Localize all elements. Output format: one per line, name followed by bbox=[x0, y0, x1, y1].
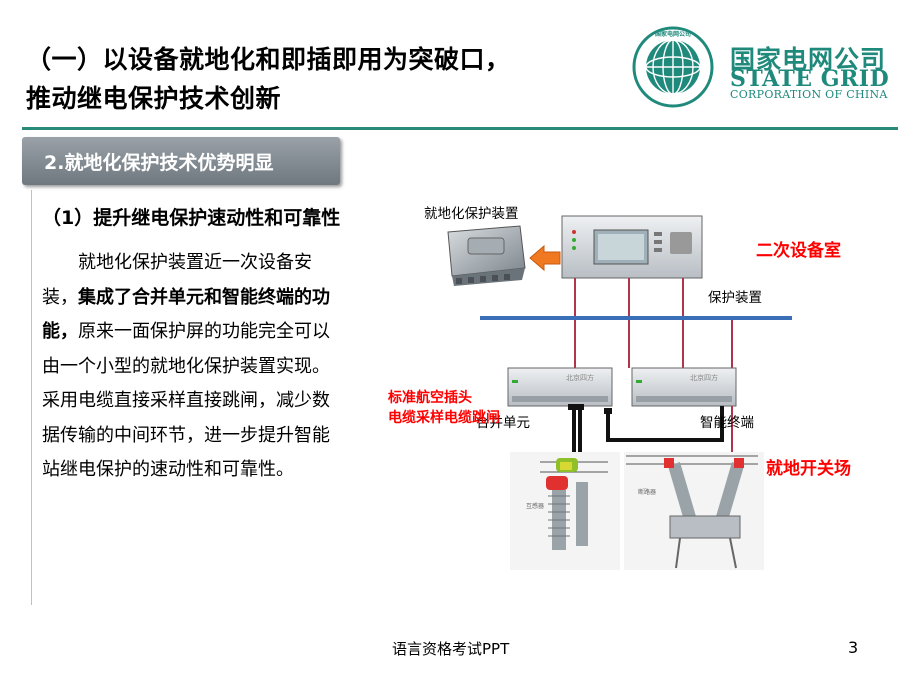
smart-terminal-label: 智能终端 bbox=[700, 415, 754, 431]
merging-unit-label: 合并单元 bbox=[476, 415, 530, 431]
footer-text: 语言资格考试PPT bbox=[392, 640, 510, 658]
local-protection-device-image bbox=[447, 225, 526, 286]
ct-text: 互感器 bbox=[526, 502, 544, 510]
local-device-label: 就地化保护装置 bbox=[424, 206, 519, 222]
body-paragraph: 就地化保护装置近一次设备安装，集成了合并单元和智能终端的功能，原来一面保护屏的功… bbox=[42, 246, 330, 488]
circuit-breaker-image: 断路器 bbox=[624, 452, 764, 570]
smart-terminal-brand: 北京四方 bbox=[690, 373, 718, 382]
secondary-room-label: 二次设备室 bbox=[756, 240, 841, 261]
protection-diagram: 北京四方 北京四方 互感器 bbox=[387, 206, 851, 570]
logo-name-en: STATE GRID bbox=[730, 66, 890, 92]
merging-unit-brand: 北京四方 bbox=[566, 373, 594, 382]
body-text-bold: 集成了合并单元和智能终端的功能， bbox=[42, 286, 330, 343]
protection-device-image bbox=[561, 215, 703, 279]
merging-unit-image: 北京四方 bbox=[507, 367, 613, 407]
logo-subtitle-en: CORPORATION OF CHINA bbox=[730, 88, 888, 101]
body-text-1: 就地化保护装置近一次设备安装， bbox=[42, 252, 312, 308]
section-header-label: 2.就地化保护技术优势明显 bbox=[44, 152, 274, 174]
connector-label: 标准航空插头 bbox=[387, 389, 472, 406]
section-header: 2.就地化保护技术优势明显 bbox=[22, 137, 340, 185]
state-grid-logo-icon: 国家电网公司 bbox=[632, 26, 714, 108]
smart-terminal-image: 北京四方 bbox=[631, 367, 737, 407]
svg-text:国家电网公司: 国家电网公司 bbox=[655, 30, 691, 38]
body-text-2: 原来一面保护屏的功能完全可以由一个小型的就地化保护装置实现。采用电缆直接采样直接… bbox=[42, 321, 330, 480]
switchyard-label: 就地开关场 bbox=[766, 458, 851, 479]
title-line-2: 推动继电保护技术创新 bbox=[26, 84, 282, 113]
slide-title: （一）以设备就地化和即插即用为突破口， 推动继电保护技术创新 bbox=[26, 40, 626, 118]
orange-arrow-icon bbox=[529, 244, 561, 272]
breaker-text: 断路器 bbox=[638, 488, 656, 496]
left-rule bbox=[31, 190, 32, 605]
title-divider bbox=[22, 127, 898, 130]
protection-device-label: 保护装置 bbox=[708, 290, 762, 306]
cable-label: 电缆采样电缆跳闸 bbox=[388, 409, 500, 426]
page-number: 3 bbox=[848, 638, 859, 657]
subheading: （1）提升继电保护速动性和可靠性 bbox=[42, 207, 341, 229]
logo-name-cn: 国家电网公司 bbox=[730, 45, 887, 74]
current-transformer-image: 互感器 bbox=[510, 452, 620, 570]
title-line-1: （一）以设备就地化和即插即用为突破口， bbox=[26, 45, 511, 74]
